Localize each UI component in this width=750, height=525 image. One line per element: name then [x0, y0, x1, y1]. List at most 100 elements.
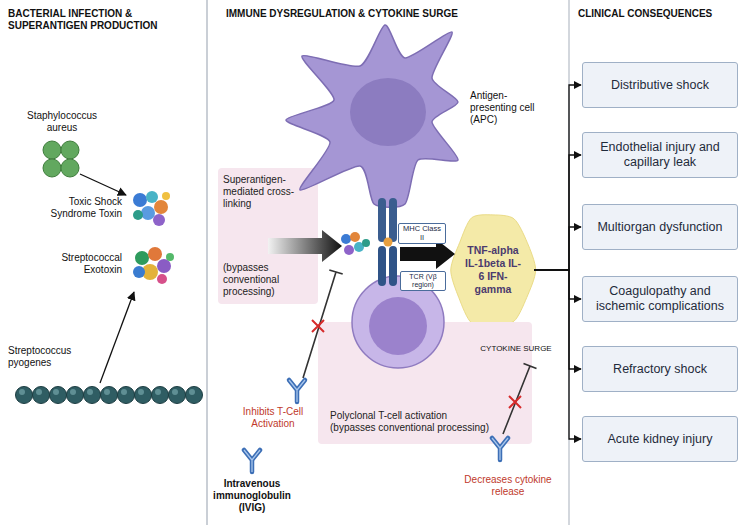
receptor-label-box: MHC Class II [398, 223, 446, 244]
connector-arrow [534, 270, 581, 369]
node-text: Coagulopathy and ischemic complications [589, 284, 731, 314]
protein-blob [350, 232, 360, 242]
cytokine-cloud: TNF-alpha IL-1beta IL-6 IFN-gamma [452, 212, 534, 328]
streptococcus-chain [16, 387, 203, 404]
consequence-box: Endothelial injury and capillary leak [582, 132, 738, 178]
mechanism-box: Polyclonal T-cell activation (bypasses c… [318, 322, 532, 444]
coccus [118, 387, 135, 404]
coccus [84, 387, 101, 404]
coccus [50, 387, 67, 404]
antibody-highlight [244, 450, 260, 472]
coccus [101, 387, 118, 404]
tsst-protein [133, 191, 170, 226]
superantigen [341, 232, 370, 255]
node-text: Polyclonal T-cell activation (bypasses c… [330, 410, 490, 434]
protein-blob [166, 253, 174, 261]
protein-blob [157, 259, 171, 273]
block-mark [312, 320, 324, 332]
antibody-highlight [289, 380, 305, 402]
mhc-chain [378, 198, 386, 242]
coccus-highlight [36, 389, 42, 395]
consequence-box: Refractory shock [582, 346, 738, 392]
protein-blob [162, 192, 170, 200]
node-text: MHC Class II [401, 225, 443, 242]
coccus-highlight [104, 389, 110, 395]
antibody-highlight [492, 438, 508, 460]
coccus-highlight [138, 389, 144, 395]
coccus-highlight [87, 389, 93, 395]
production-arrow [80, 174, 126, 195]
connector-arrow [534, 85, 581, 270]
node-text: Endothelial injury and capillary leak [589, 140, 731, 170]
node-text: TCR (Vβ region) [403, 273, 443, 289]
receptor-label-box: TCR (Vβ region) [400, 271, 446, 291]
column-heading: IMMUNE DYSREGULATION & CYTOKINE SURGE [226, 8, 556, 20]
tcr-chain [378, 246, 386, 286]
cell-label: Antigen-presenting cell (APC) [470, 90, 550, 126]
crosslink-arrow [268, 230, 342, 262]
antibody-icon [289, 380, 305, 402]
coccus-highlight [189, 389, 195, 395]
action-label: Inhibits T-Cell Activation [228, 406, 318, 430]
inhibition-line [503, 363, 537, 434]
apc-cell [286, 25, 458, 207]
node-text: (bypasses conventional processing) [223, 262, 313, 298]
connector-arrow [534, 270, 581, 439]
exotoxin-protein [133, 247, 174, 284]
toxin-label: Streptococcal Exotoxin [38, 252, 122, 276]
inhibition-line [303, 270, 343, 378]
mhc-chain [389, 198, 397, 242]
consequence-box: Acute kidney injury [582, 416, 738, 462]
protein-blob [135, 251, 149, 265]
coccus [16, 387, 33, 404]
peptide [384, 238, 393, 247]
protein-blob [362, 239, 370, 247]
protein-blob [133, 193, 147, 207]
coccus [169, 387, 186, 404]
node-text: Distributive shock [611, 78, 709, 93]
treatment-label: Intravenous immunoglobulin (IVIG) [205, 478, 299, 514]
column-heading: CLINICAL CONSEQUENCES [578, 8, 748, 20]
process-label: CYTOKINE SURGE [478, 344, 554, 354]
node-text: Superantigen-mediated cross-linking [223, 174, 313, 210]
connector-arrow [534, 227, 581, 270]
protein-blob [141, 206, 155, 220]
coccus-highlight [19, 389, 25, 395]
coccus [61, 141, 79, 159]
cytokine-cloud-shape [451, 215, 536, 325]
protein-blob [157, 274, 167, 284]
protein-blob [153, 214, 165, 226]
protein-blob [344, 245, 354, 255]
production-arrow [100, 292, 134, 383]
staphylococcus-cluster [43, 141, 79, 177]
node-text: Multiorgan dysfunction [597, 220, 722, 235]
organism-label: Streptococcus pyogenes [8, 345, 98, 369]
coccus [186, 387, 203, 404]
action-label: Decreases cytokine release [458, 474, 558, 498]
column-divider [206, 0, 208, 525]
coccus-highlight [155, 389, 161, 395]
protein-blob [146, 191, 158, 203]
coccus-highlight [121, 389, 127, 395]
column-heading: BACTERIAL INFECTION & SUPERANTIGEN PRODU… [8, 8, 173, 32]
toxin-label: Toxic Shock Syndrome Toxin [38, 196, 122, 220]
protein-blob [133, 210, 143, 220]
coccus-highlight [53, 389, 59, 395]
coccus [33, 387, 50, 404]
tcr-chain [389, 246, 397, 286]
organism-label: Staphylococcus aureus [22, 110, 102, 134]
coccus [152, 387, 169, 404]
coccus [43, 141, 61, 159]
node-text: Refractory shock [613, 362, 707, 377]
coccus [135, 387, 152, 404]
coccus [67, 387, 84, 404]
t-cell-nucleus [369, 297, 427, 355]
consequence-box: Distributive shock [582, 62, 738, 108]
protein-blob [154, 200, 168, 214]
coccus-highlight [70, 389, 76, 395]
coccus-highlight [172, 389, 178, 395]
protein-blob [133, 266, 145, 278]
node-text: TNF-alpha IL-1beta IL-6 IFN-gamma [464, 244, 522, 296]
coccus [61, 159, 79, 177]
mechanism-box: Superantigen-mediated cross-linking (bypa… [218, 168, 318, 304]
